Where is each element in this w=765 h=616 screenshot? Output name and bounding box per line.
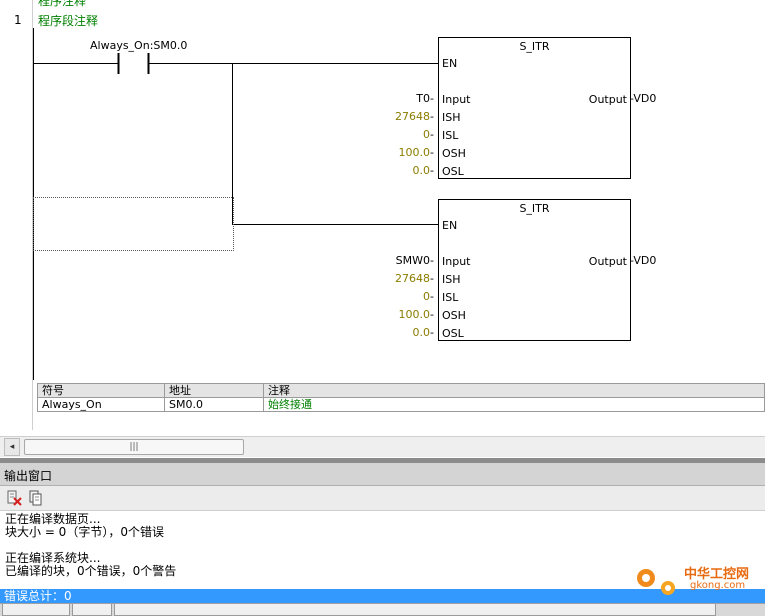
output-window-titlebar: 输出窗口 (0, 463, 765, 486)
s-itr-block-2[interactable]: S_ITR EN Input ISH ISL OSH OSL Output (438, 199, 631, 341)
block2-isl-operand[interactable]: 0- (423, 290, 434, 303)
table-row[interactable]: Always_On SM0.0 始终接通 (37, 397, 765, 412)
en-pin-label: EN (442, 219, 458, 232)
block1-isl-operand[interactable]: 0- (423, 128, 434, 141)
gear-logo-icon (637, 569, 675, 595)
symbol-table: 符号 地址 注释 Always_On SM0.0 始终接通 (37, 383, 765, 412)
tab-1[interactable] (2, 604, 70, 616)
block2-output-operand[interactable]: -VD0 (630, 254, 657, 267)
block1-output-operand[interactable]: -VD0 (630, 92, 657, 105)
block2-osh-operand[interactable]: 100.0- (398, 308, 434, 321)
block1-osl-operand[interactable]: 0.0- (412, 164, 434, 177)
output-line: 正在编译数据页... (5, 512, 101, 526)
osh-pin-label: OSH (442, 309, 466, 322)
scroll-left-button[interactable]: ◂ (4, 438, 20, 456)
output-toolbar (0, 486, 765, 511)
output-line: 已编译的块，0个错误，0个警告 (5, 564, 177, 578)
network-number[interactable]: 1 (14, 13, 22, 27)
error-total-text: 错误总计：0 (4, 589, 72, 603)
block2-osl-operand[interactable]: 0.0- (412, 326, 434, 339)
watermark-logo-sub: gkong.com (690, 580, 746, 591)
contact-label[interactable]: Always_On:SM0.0 (90, 39, 188, 52)
copy-output-icon[interactable] (27, 490, 43, 506)
osh-pin-label: OSH (442, 147, 466, 160)
output-line: 块大小 = 0（字节），0个错误 (5, 525, 164, 539)
block2-ish-operand[interactable]: 27648- (395, 272, 434, 285)
input-pin-label: Input (442, 255, 471, 268)
ladder-diagram (33, 28, 438, 380)
watermark-logo-text: 中华工控网 (684, 567, 750, 582)
horizontal-scrollbar[interactable]: ◂ ||| (0, 436, 765, 457)
error-total-row[interactable]: 错误总计：0 (0, 589, 765, 603)
col-symbol-header[interactable]: 符号 (37, 383, 165, 398)
scroll-thumb[interactable]: ||| (24, 439, 244, 455)
output-pin-label: Output (588, 93, 627, 106)
block1-ish-operand[interactable]: 27648- (395, 110, 434, 123)
ish-pin-label: ISH (442, 273, 461, 286)
program-comment-strip[interactable]: 程序注释 (32, 0, 765, 8)
s-itr-block-1[interactable]: S_ITR EN Input ISH ISL OSH OSL Output (438, 37, 631, 179)
col-comment-header[interactable]: 注释 (263, 383, 765, 398)
clear-output-icon[interactable] (6, 490, 22, 506)
tab-2[interactable] (72, 604, 112, 616)
network-gutter (0, 0, 33, 430)
pane-splitter[interactable] (0, 458, 765, 463)
block1-input-operand[interactable]: T0- (416, 92, 434, 105)
isl-pin-label: ISL (442, 291, 459, 304)
ish-pin-label: ISH (442, 111, 461, 124)
output-window-title: 输出窗口 (4, 469, 53, 483)
en-pin-label: EN (442, 57, 458, 70)
block-title: S_ITR (519, 40, 550, 53)
selection-cursor-box[interactable] (33, 197, 234, 251)
block1-osh-operand[interactable]: 100.0- (398, 146, 434, 159)
comment-cell[interactable]: 始终接通 (263, 397, 765, 412)
output-pin-label: Output (588, 255, 627, 268)
address-cell[interactable]: SM0.0 (164, 397, 264, 412)
symbol-table-header: 符号 地址 注释 (37, 383, 765, 398)
block2-input-operand[interactable]: SMW0- (395, 254, 434, 267)
program-comment: 程序注释 (38, 0, 87, 8)
osl-pin-label: OSL (442, 327, 464, 340)
network-comment[interactable]: 程序段注释 (38, 14, 99, 28)
symbol-cell[interactable]: Always_On (37, 397, 165, 412)
col-address-header[interactable]: 地址 (164, 383, 264, 398)
isl-pin-label: ISL (442, 129, 459, 142)
osl-pin-label: OSL (442, 165, 464, 178)
output-line: 正在编译系统块... (5, 551, 101, 565)
bottom-tab-strip (0, 603, 765, 616)
block-title: S_ITR (519, 202, 550, 215)
tab-3[interactable] (114, 604, 716, 616)
input-pin-label: Input (442, 93, 471, 106)
